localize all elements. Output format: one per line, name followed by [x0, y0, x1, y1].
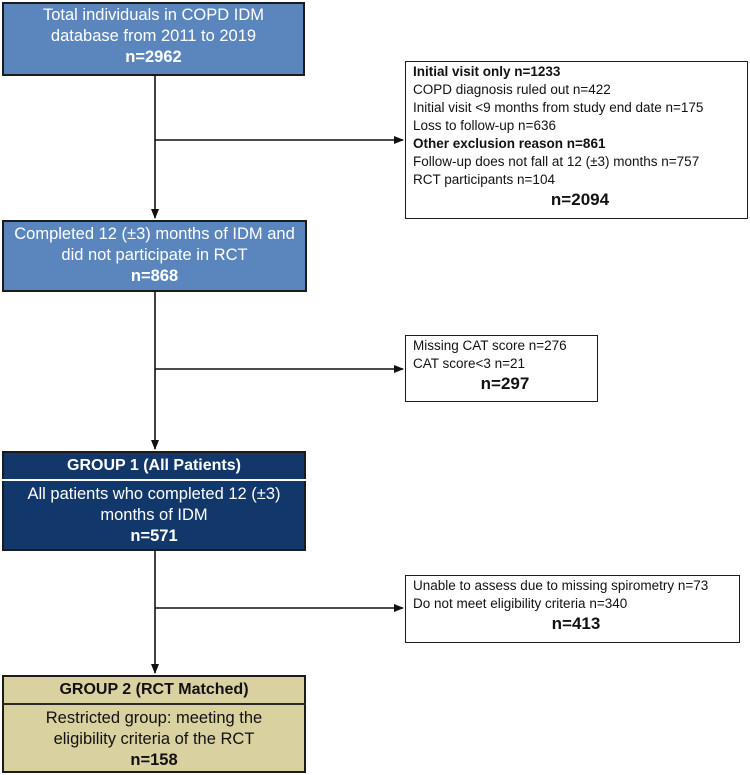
- group2-n: n=158: [130, 751, 178, 769]
- group1-header: GROUP 1 (All Patients): [67, 457, 241, 474]
- exclusion1-n: n=2094: [550, 190, 610, 209]
- exclusion3-item: Unable to assess due to missing spiromet…: [413, 578, 709, 593]
- exclusion-box-1: Initial visit only n=1233 COPD diagnosis…: [405, 61, 748, 219]
- group2-header: GROUP 2 (RCT Matched): [59, 681, 249, 698]
- group1-divider: [2, 479, 306, 481]
- exclusion1-item: Loss to follow-up n=636: [413, 118, 556, 133]
- exclusion2-n: n=297: [480, 374, 530, 393]
- total-line2: database from 2011 to 2019: [50, 27, 257, 45]
- group1-n: n=571: [130, 527, 178, 545]
- exclusion1-item: RCT participants n=104: [413, 172, 555, 187]
- exclusion-box-3: Unable to assess due to missing spiromet…: [405, 575, 740, 643]
- exclusion1-item: Follow-up does not fall at 12 (±3) month…: [413, 154, 700, 169]
- exclusion-box-2: Missing CAT score n=276 CAT score<3 n=21…: [405, 335, 598, 402]
- total-line1: Total individuals in COPD IDM: [43, 6, 264, 24]
- total-individuals-box: Total individuals in COPD IDM database f…: [2, 2, 305, 76]
- total-n: n=2962: [125, 48, 182, 66]
- group1-line1: All patients who completed 12 (±3): [27, 485, 281, 503]
- group2-divider: [2, 703, 306, 705]
- exclusion1-item: Initial visit <9 months from study end d…: [413, 100, 704, 115]
- group2-line1: Restricted group: meeting the: [45, 709, 263, 727]
- exclusion2-item: Missing CAT score n=276: [413, 338, 567, 353]
- exclusion3-item: Do not meet eligibility criteria n=340: [413, 596, 628, 611]
- group1-box: GROUP 1 (All Patients) All patients who …: [2, 451, 306, 551]
- completed-n: n=868: [130, 267, 179, 285]
- completed-line1: Completed 12 (±3) months of IDM and: [14, 225, 295, 243]
- exclusion2-item: CAT score<3 n=21: [413, 356, 526, 371]
- exclusion1-item: COPD diagnosis ruled out n=422: [413, 82, 611, 97]
- exclusion3-n: n=413: [551, 614, 601, 633]
- completed-line2: did not participate in RCT: [61, 246, 248, 264]
- exclusion1-heading-initial-visit: Initial visit only n=1233: [413, 64, 561, 79]
- completed-idm-box: Completed 12 (±3) months of IDM and did …: [2, 220, 307, 292]
- exclusion1-heading-other: Other exclusion reason n=861: [413, 136, 606, 151]
- group2-box: GROUP 2 (RCT Matched) Restricted group: …: [2, 675, 306, 773]
- group2-line2: eligibility criteria of the RCT: [53, 730, 255, 748]
- group1-line2: months of IDM: [100, 506, 208, 524]
